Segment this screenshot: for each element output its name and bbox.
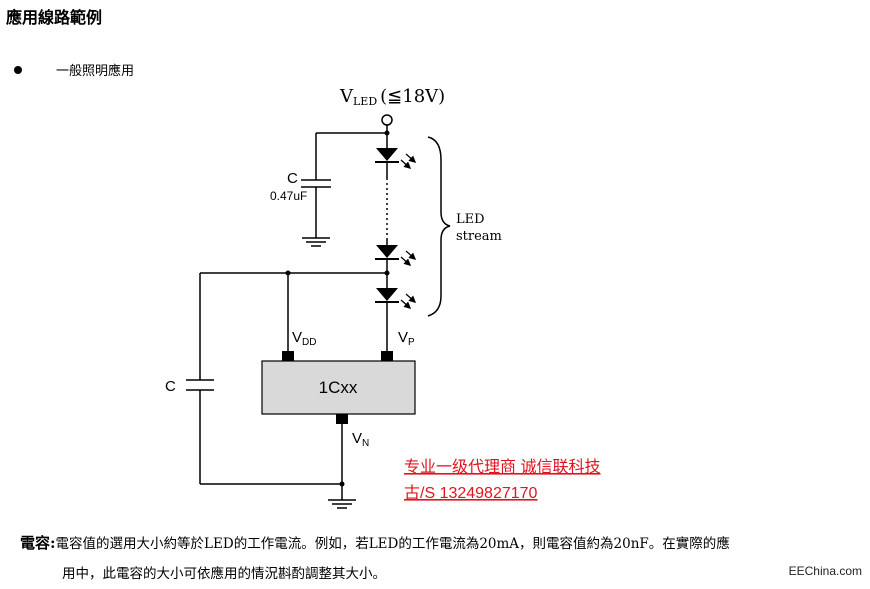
vled-label: VLED(≦18V) bbox=[339, 86, 445, 108]
led-diode-icon bbox=[375, 148, 417, 169]
section-heading: 應用線路範例 bbox=[6, 8, 103, 27]
note-line-1: 電容值的選用大小約等於LED的工作電流。例如，若LED的工作電流為20mA，則電… bbox=[55, 536, 730, 552]
led-stream-brace bbox=[427, 136, 451, 317]
promo-line-1: 专业一级代理商 诚信联科技 bbox=[404, 458, 600, 476]
led-stream-label: stream bbox=[456, 229, 502, 244]
vdd-label: VDD bbox=[292, 329, 316, 348]
led-label: LED bbox=[456, 212, 485, 227]
supply-terminal bbox=[381, 114, 393, 126]
cap-top-label: C bbox=[287, 170, 298, 187]
vp-label: VP bbox=[398, 329, 415, 348]
led-diode-icon bbox=[375, 245, 417, 266]
led-diode-icon bbox=[375, 288, 417, 309]
note-line-2: 用中，此電容的大小可依應用的情況斟酌調整其大小。 bbox=[62, 566, 386, 582]
wires bbox=[186, 125, 388, 509]
vn-label: VN bbox=[352, 430, 369, 449]
cap-top-value: 0.47uF bbox=[270, 189, 307, 203]
site-watermark: EEChina.com bbox=[788, 564, 862, 578]
ic-label: 1Cxx bbox=[319, 378, 358, 397]
ic-chip bbox=[261, 360, 416, 415]
capacitor-note: 電容:電容值的選用大小約等於LED的工作電流。例如，若LED的工作電流為20mA… bbox=[20, 528, 866, 589]
bullet-item: 一般照明應用 bbox=[14, 60, 134, 79]
bullet-label: 一般照明應用 bbox=[56, 64, 135, 79]
bullet-dot-icon bbox=[14, 65, 22, 74]
note-title: 電容: bbox=[20, 534, 56, 552]
cap-left-label: C bbox=[165, 378, 176, 395]
promo-line-2: 古/S 13249827170 bbox=[404, 484, 538, 502]
